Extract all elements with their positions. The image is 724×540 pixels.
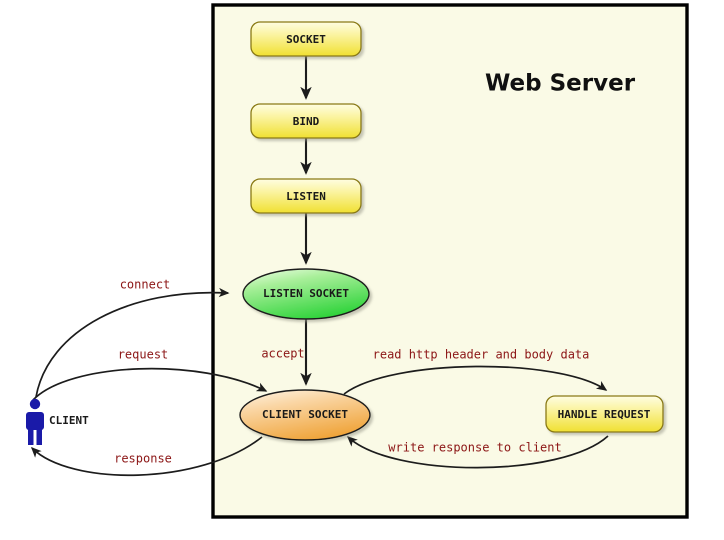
handle-request-box[interactable] [545, 395, 664, 433]
label-read-http-header-and-body-data: read http header and body data [373, 348, 590, 362]
client-socket-ellipse[interactable] [239, 389, 371, 441]
node-listen-socket[interactable]: LISTEN SOCKET [242, 268, 370, 320]
listen-box[interactable] [250, 178, 362, 214]
bind-label: BIND [293, 115, 320, 128]
curved-flow-arrows [30, 287, 609, 477]
listen-socket-label: LISTEN SOCKET [263, 287, 349, 300]
listen-socket-ellipse[interactable] [242, 268, 370, 320]
listen-label: LISTEN [286, 190, 326, 203]
arrow-response [30, 436, 263, 477]
client-actor-label: CLIENT [49, 414, 89, 427]
handle-request-label: HANDLE REQUEST [558, 408, 651, 421]
arrow-request [32, 367, 268, 401]
arrow-read-request [343, 365, 608, 395]
client-actor[interactable]: CLIENT [26, 398, 89, 445]
socket-label: SOCKET [286, 33, 326, 46]
label-accept: accept [261, 347, 304, 361]
node-socket[interactable]: SOCKET [250, 21, 362, 57]
socket-box[interactable] [250, 21, 362, 57]
arrow-connect [35, 287, 230, 398]
actor-left-leg-icon [28, 429, 34, 445]
node-listen[interactable]: LISTEN [250, 178, 362, 214]
edge-labels: connect request response accept read htt… [114, 278, 589, 466]
label-request: request [118, 348, 169, 362]
bind-box[interactable] [250, 103, 362, 139]
arrow-write-response [346, 435, 609, 469]
node-handle-request[interactable]: HANDLE REQUEST [545, 395, 664, 433]
actor-torso-icon [26, 412, 44, 430]
label-response: response [114, 452, 172, 466]
node-bind[interactable]: BIND [250, 103, 362, 139]
actor-head-icon [29, 398, 41, 410]
node-client-socket[interactable]: CLIENT SOCKET [239, 389, 371, 441]
client-socket-label: CLIENT SOCKET [262, 408, 348, 421]
label-write-response-to-client: write response to client [388, 441, 561, 455]
label-connect: connect [120, 278, 171, 292]
server-title: Web Server [485, 71, 636, 97]
actor-right-leg-icon [36, 429, 42, 445]
